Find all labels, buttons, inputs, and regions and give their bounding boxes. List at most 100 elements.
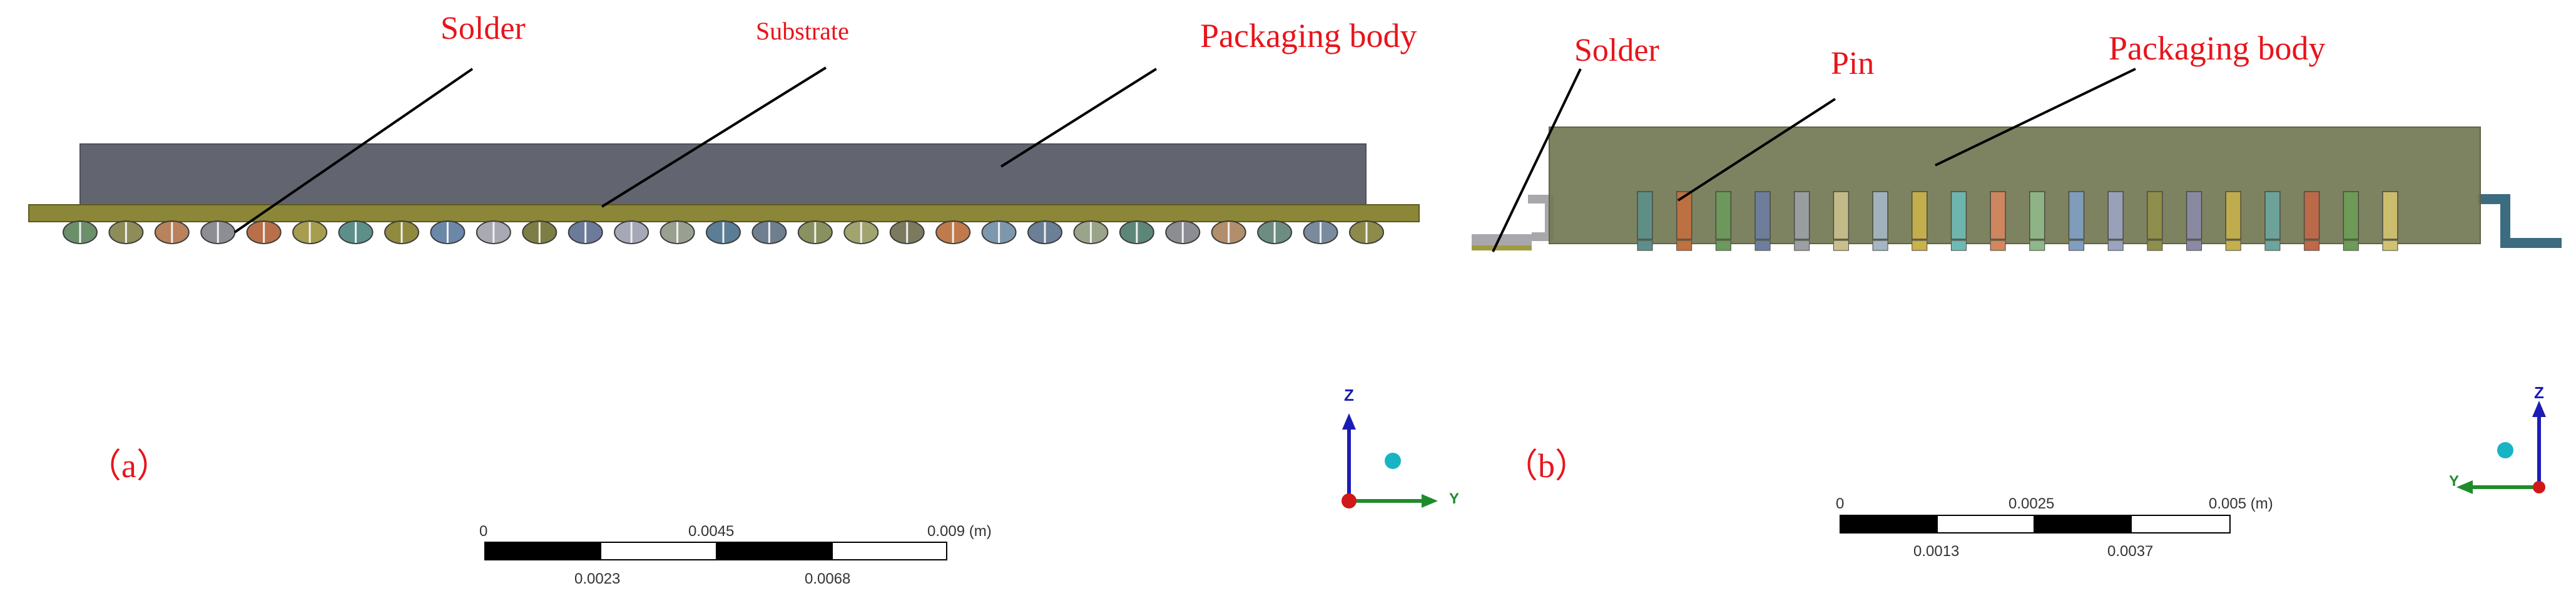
label-solder-b: Solder: [1574, 33, 1659, 68]
solder-ball: [292, 220, 328, 244]
z-axis-label: Z: [1344, 386, 1354, 405]
solder-ball: [751, 220, 787, 244]
pin: [1637, 191, 1653, 251]
solder-ball-row: [63, 220, 1384, 244]
packaging-body-b: [1549, 126, 2481, 244]
pin: [2147, 191, 2163, 251]
solder-ball: [614, 220, 649, 244]
solder-ball: [430, 220, 466, 244]
coordinate-triad-b: Z Y: [2449, 383, 2546, 494]
solder-ball: [1119, 220, 1154, 244]
solder-ball: [843, 220, 879, 244]
scale-tick-b2: 0.0068: [805, 570, 850, 587]
solder-ball: [1073, 220, 1109, 244]
pin: [1793, 191, 1810, 251]
scale-seg-3: [716, 542, 833, 560]
solder-ball: [1349, 220, 1384, 244]
solder-ball: [154, 220, 190, 244]
pin: [2107, 191, 2124, 251]
y-axis-label: Y: [1449, 490, 1459, 507]
pin: [1990, 191, 2006, 251]
leader-body-b: [1935, 68, 2136, 167]
coordinate-triad-a: Z Y: [1341, 386, 1459, 508]
pin: [2029, 191, 2045, 251]
scale-tick-b1: 0.0013: [1913, 543, 1959, 560]
panel-a: Solder Substrate Packaging body （a） Z Y …: [28, 11, 1459, 587]
solder-ball: [659, 220, 695, 244]
scale-tick-end: 0.005 (m): [2209, 495, 2273, 512]
scale-tick-mid: 0.0045: [688, 523, 734, 540]
solder-ball: [981, 220, 1017, 244]
solder-ball: [1303, 220, 1338, 244]
scale-seg-2: [1937, 515, 2035, 534]
solder-ball: [706, 220, 741, 244]
scale-seg-1: [484, 542, 601, 560]
z-axis-arrow: [2532, 401, 2546, 417]
solder-ball: [246, 220, 282, 244]
solder-ball: [1211, 220, 1246, 244]
solder-ball: [63, 220, 98, 244]
pin-row: [1637, 191, 2398, 251]
caption-a: （a）: [88, 447, 170, 485]
caption-b: （b）: [1504, 447, 1589, 485]
scale-bar-b: 0 0.0025 0.005 (m) 0.0013 0.0037: [1836, 495, 2273, 560]
pin: [2303, 191, 2320, 251]
solder-ball: [476, 220, 511, 244]
solder-ball: [1257, 220, 1293, 244]
solder-ball: [1027, 220, 1062, 244]
pin: [1833, 191, 1850, 251]
view-ball: [1385, 453, 1401, 469]
scale-tick-b2: 0.0037: [2107, 543, 2153, 560]
leader-pin-b: [1677, 98, 1836, 202]
scale-tick-mid: 0.0025: [2008, 495, 2054, 512]
solder-ball: [384, 220, 419, 244]
pin: [2264, 191, 2281, 251]
origin-dot: [1341, 493, 1357, 508]
scale-seg-1: [1840, 515, 1938, 534]
scale-tick-b1: 0.0023: [574, 570, 620, 587]
solder-ball: [797, 220, 833, 244]
solder-ball: [200, 220, 236, 244]
leader-body-a: [1000, 68, 1158, 168]
y-axis-label: Y: [2449, 473, 2459, 490]
leader-substrate-a: [601, 66, 827, 208]
pin: [1872, 191, 1888, 251]
scale-tick-0: 0: [1836, 495, 1844, 512]
leader-solder-b: [1492, 68, 1582, 252]
pin: [1950, 191, 1967, 251]
pin: [1912, 191, 1928, 251]
z-axis-label: Z: [2534, 383, 2544, 402]
pin: [2186, 191, 2202, 251]
pin: [2068, 191, 2085, 251]
solder-ball: [935, 220, 971, 244]
solder-ball: [568, 220, 603, 244]
packaging-body-a: [79, 143, 1367, 207]
solder-strip-left: [1472, 245, 1532, 250]
label-solder-a: Solder: [440, 11, 526, 46]
solder-ball: [1165, 220, 1201, 244]
scale-tick-end: 0.009 (m): [927, 523, 992, 540]
pin: [1754, 191, 1771, 251]
y-axis-arrow: [1422, 494, 1438, 508]
scale-seg-4: [832, 542, 947, 560]
lead-right: [2478, 194, 2562, 248]
pin: [2225, 191, 2242, 251]
substrate-a: [28, 204, 1420, 222]
solder-ball: [522, 220, 557, 244]
label-packaging-body-a: Packaging body: [1200, 17, 1417, 54]
pin: [1715, 191, 1732, 251]
leader-solder-a: [233, 68, 474, 234]
solder-pad-left: [1472, 234, 1532, 248]
panel-b: Solder Pin Packaging body （b） Z Y 0 0.00…: [1472, 29, 2562, 560]
solder-ball: [889, 220, 925, 244]
scale-seg-2: [600, 542, 717, 560]
pin: [2382, 191, 2398, 251]
scale-tick-0: 0: [479, 523, 487, 540]
view-ball: [2497, 442, 2513, 458]
origin-dot: [2533, 481, 2545, 493]
pin: [2343, 191, 2360, 251]
z-axis-arrow: [1342, 413, 1356, 430]
scale-seg-3: [2034, 515, 2132, 534]
scale-seg-4: [2131, 515, 2231, 534]
